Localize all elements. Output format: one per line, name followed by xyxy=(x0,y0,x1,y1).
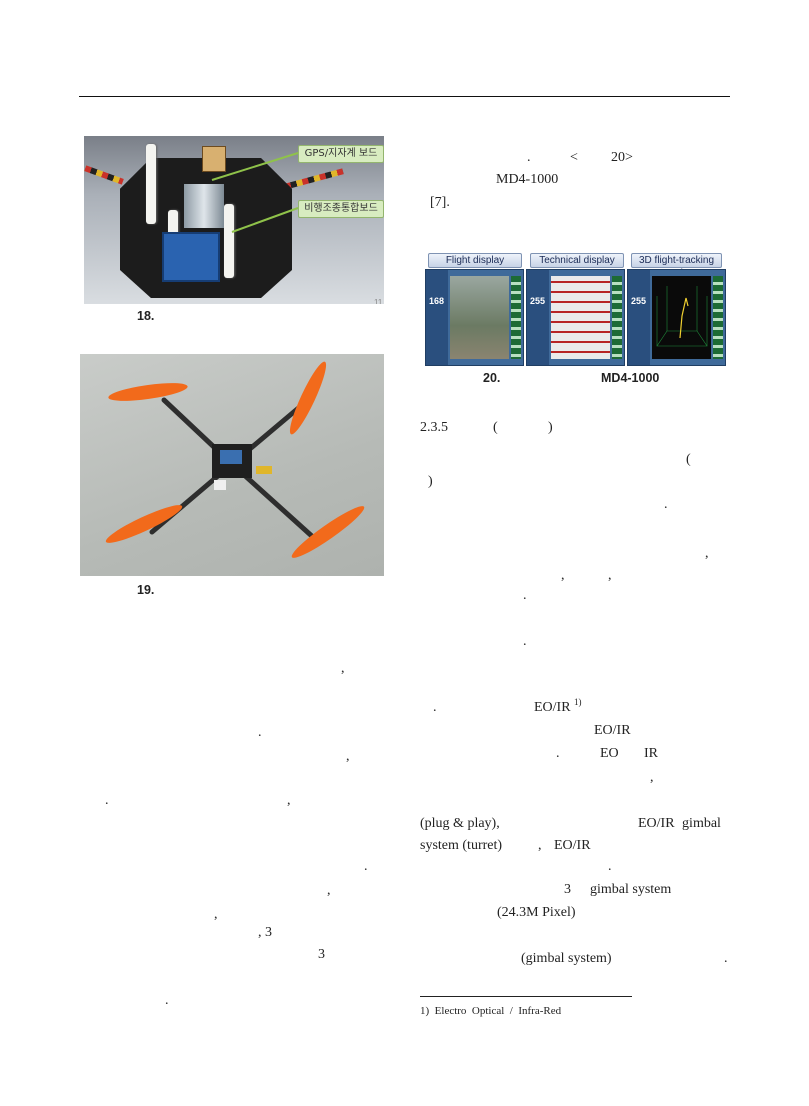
figure-20-caption-number: 20. xyxy=(483,371,501,385)
text-fragment: , xyxy=(650,770,654,785)
callout-arrows xyxy=(211,152,299,233)
3d-grid-drawing xyxy=(656,286,708,347)
tab-technical-display: Technical display xyxy=(530,253,624,268)
text-fragment: < xyxy=(570,150,578,165)
text-fragment: EO xyxy=(600,746,619,761)
text-fragment: 3 xyxy=(318,947,325,962)
footnote-rule xyxy=(420,996,632,997)
text-fragment: . xyxy=(556,746,560,761)
footnote-marker: 1) xyxy=(574,697,582,707)
tab-flight-display: Flight display xyxy=(428,253,522,268)
panel-number: 255 xyxy=(530,296,546,306)
text-fragment: , xyxy=(346,749,350,764)
text-fragment: , xyxy=(341,661,345,676)
callout-gps: GPS/지자계 보드 xyxy=(298,145,384,163)
text-fragment: . xyxy=(433,700,437,715)
text-fragment: . xyxy=(523,634,527,649)
text-fragment: IR xyxy=(644,746,658,761)
tab-3d-flight-tracking: 3D flight-tracking path xyxy=(631,253,722,279)
text-fragment: EO/IR gimbal xyxy=(638,816,721,831)
standoff-post xyxy=(146,144,156,224)
text-fragment: . xyxy=(105,793,109,808)
figure-20-caption-model: MD4-1000 xyxy=(601,371,660,385)
callout-board: 비행조종통합보드 xyxy=(298,200,384,218)
photo-page-number: 11 xyxy=(374,298,383,304)
text-fragment: . xyxy=(364,859,368,874)
panel-number: 168 xyxy=(429,296,445,306)
text-fragment: (24.3M Pixel) xyxy=(497,905,576,920)
figure-18-photo: GPS/지자계 보드 비행조종통합보드 11 xyxy=(84,136,384,304)
text-fragment: . xyxy=(664,497,668,512)
text-fragment: , xyxy=(287,793,291,808)
text-fragment: ) xyxy=(428,474,433,489)
gps-module xyxy=(202,146,226,172)
text-fragment: . xyxy=(724,951,728,966)
text-fragment: ( xyxy=(686,452,691,467)
text-fragment: (gimbal system) xyxy=(521,951,612,966)
metal-block xyxy=(184,184,224,228)
figure-19-photo xyxy=(80,354,384,576)
figure-19-caption: 19. xyxy=(137,583,155,597)
text-fragment: , xyxy=(538,838,542,853)
figure-18-caption: 18. xyxy=(137,309,155,323)
text-fragment: EO/IR xyxy=(594,723,631,738)
section-number: 2.3.5 xyxy=(420,420,448,435)
text-fragment: , xyxy=(608,568,612,583)
flight-display-panel: 168 xyxy=(425,269,524,366)
text-fragment: EO/IR xyxy=(554,838,591,853)
text-fragment: system (turret) xyxy=(420,838,503,853)
text-fragment: , 3 xyxy=(258,925,272,940)
radio-module xyxy=(162,232,220,282)
section-paren: ( xyxy=(493,420,498,435)
text-fragment: 3 xyxy=(564,882,571,897)
header-rule xyxy=(79,96,730,97)
text-fragment: . xyxy=(608,859,612,874)
panel-number: 255 xyxy=(631,296,647,306)
text-fragment: , xyxy=(214,907,218,922)
text-fragment: MD4-1000 xyxy=(496,172,559,187)
text-fragment: (plug & play), xyxy=(420,816,500,831)
text-fragment: [7]. xyxy=(430,195,450,210)
section-paren: ) xyxy=(548,420,553,435)
technical-display-panel: 255 xyxy=(526,269,625,366)
text-fragment: , xyxy=(705,546,709,561)
text-fragment: . xyxy=(527,150,531,165)
3d-tracking-panel: 255 xyxy=(627,269,726,366)
text-fragment: . xyxy=(258,725,262,740)
standoff-post xyxy=(224,204,234,278)
text-fragment: . xyxy=(165,993,169,1008)
text-fragment: , xyxy=(327,883,331,898)
footnote: 1) Electro Optical / Infra-Red xyxy=(420,1005,562,1017)
text-fragment: gimbal system xyxy=(590,882,672,897)
text-fragment: 20> xyxy=(611,150,633,165)
text-fragment: , xyxy=(561,568,565,583)
quadcopter-drawing xyxy=(105,361,365,558)
text-fragment: . xyxy=(523,588,527,603)
text-fragment: EO/IR xyxy=(534,700,571,715)
